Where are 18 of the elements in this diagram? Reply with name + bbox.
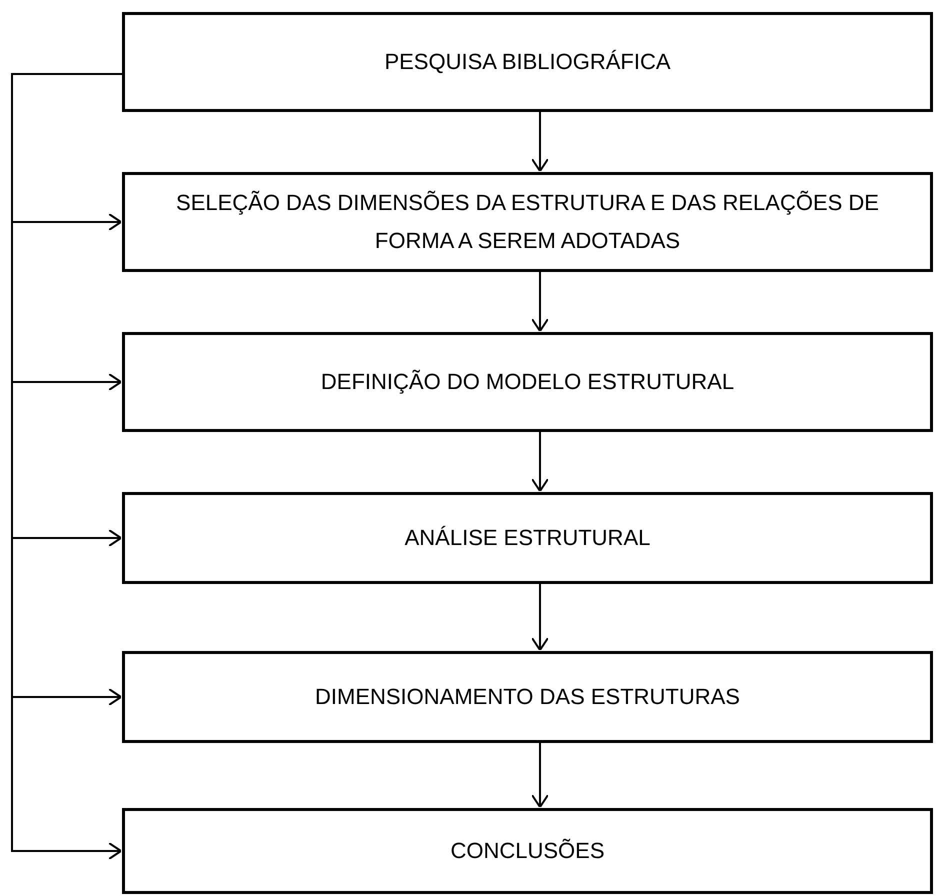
box-label: ANÁLISE ESTRUTURAL [404,524,650,552]
process-box [122,12,933,112]
box-label: DIMENSIONAMENTO DAS ESTRUTURAS [315,683,740,711]
process-box [122,492,933,584]
arrow [531,112,549,172]
box-label: PESQUISA BIBLIOGRÁFICA [384,48,671,76]
box-label: SELEÇÃO DAS DIMENSÕES DA ESTRUTURA E DAS RELAÇÕES DE FORMA A SEREM ADOTADAS [175,189,880,255]
arrow [531,743,549,808]
process-box [122,172,933,272]
process-box [122,808,933,894]
process-box [122,651,933,743]
arrow [531,432,549,492]
arrow [11,73,122,860]
process-box [122,332,933,432]
box-label: CONCLUSÕES [450,837,605,865]
arrow [531,584,549,651]
box-label: DEFINIÇÃO DO MODELO ESTRUTURAL [320,368,734,396]
arrow [531,272,549,332]
